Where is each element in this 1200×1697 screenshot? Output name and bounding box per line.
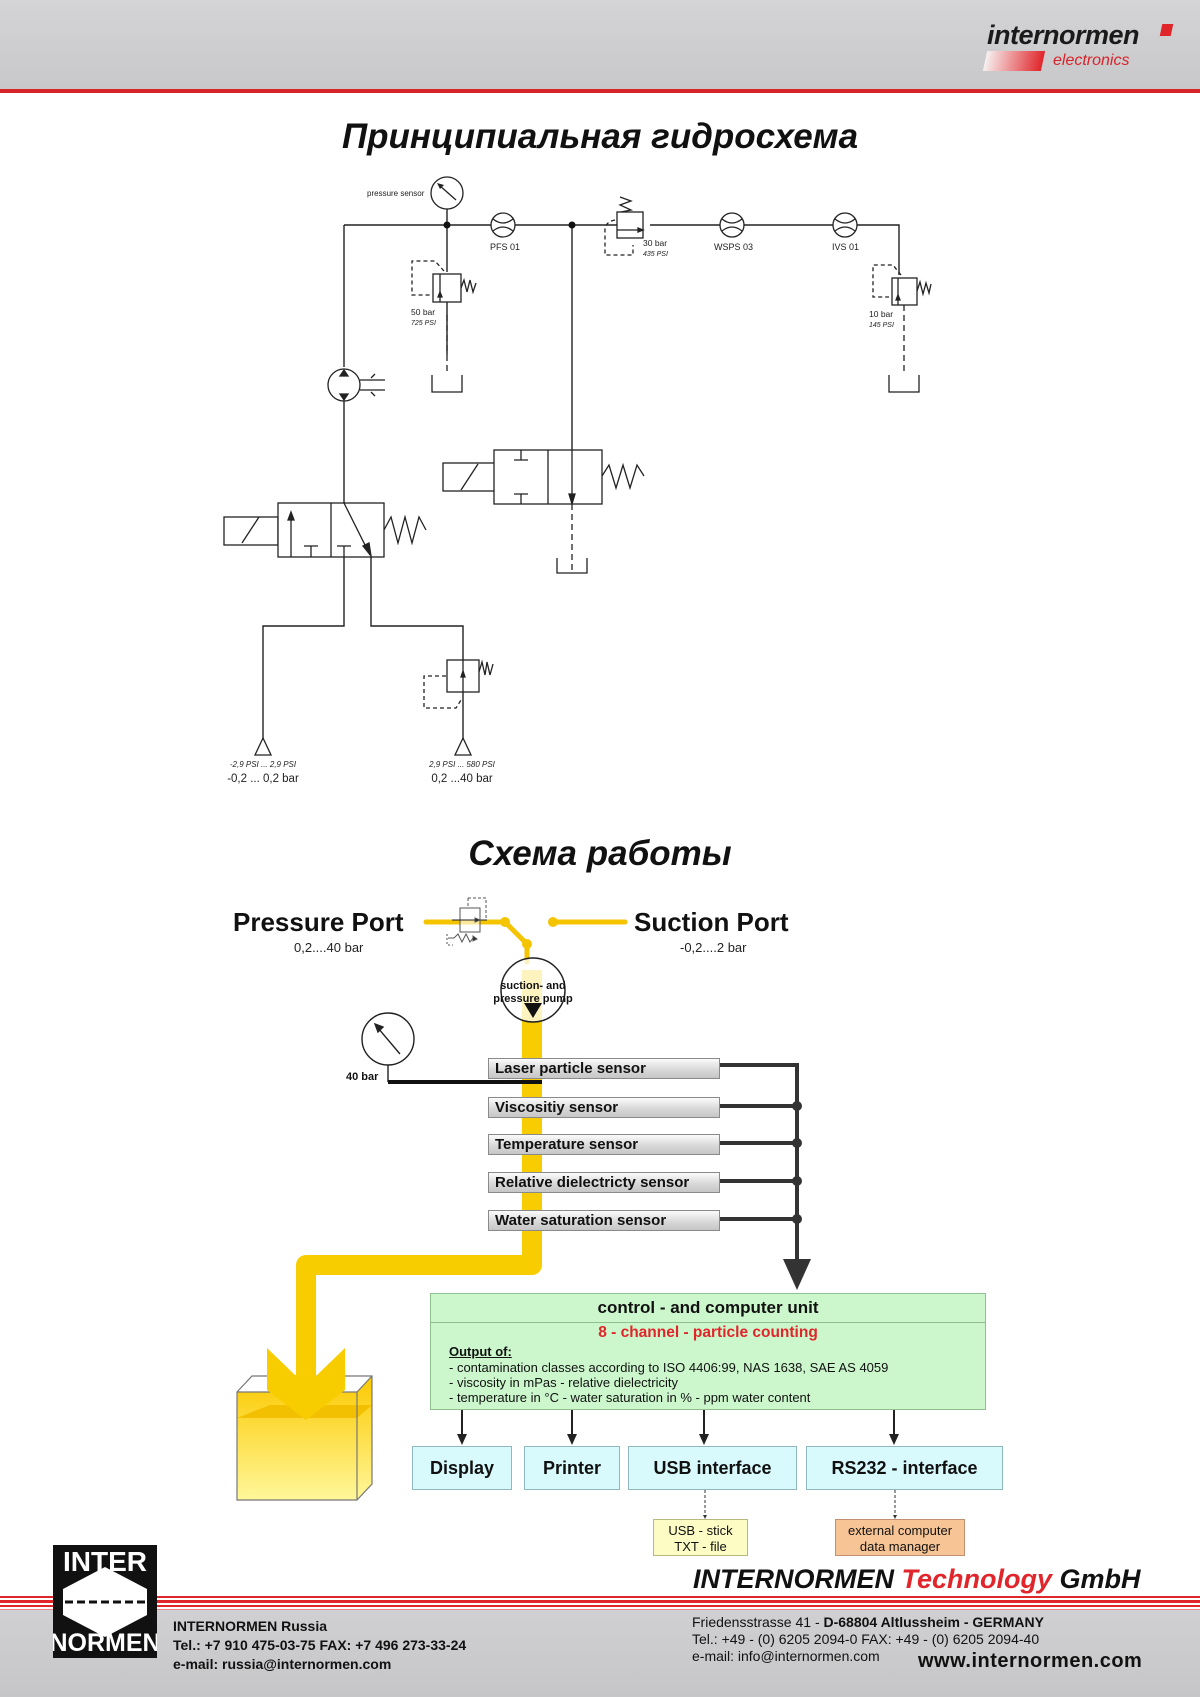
output-printer: Printer: [524, 1446, 620, 1490]
fluid-tank-icon: [236, 1375, 373, 1501]
port-junction-dot: [522, 939, 532, 949]
control-unit-subtitle: 8 - channel - particle counting: [598, 1324, 818, 1341]
sensor-temperature: Temperature sensor: [488, 1134, 720, 1155]
flow-into-tank-arrow-icon: [267, 1345, 345, 1420]
output-line: - temperature in °C - water saturation i…: [449, 1390, 811, 1405]
relief-valve-30bar-icon: [604, 196, 645, 256]
russia-office-name: INTERNORMEN Russia: [173, 1618, 328, 1634]
rs232-target-line2: data manager: [859, 1539, 941, 1554]
company-name-tail: GmbH: [1059, 1564, 1141, 1594]
suction-port-range: -0,2....2 bar: [680, 940, 747, 955]
suction-bar-label: -0,2 ... 0,2 bar: [227, 773, 299, 785]
sensor-water-saturation: Water saturation sensor: [488, 1210, 720, 1231]
flow-sensor-wsps-icon: [719, 212, 745, 238]
rs232-target-box: external computer data manager: [835, 1519, 965, 1556]
valve-30-bar-label: 30 bar: [643, 238, 667, 248]
logo-bottom-text: NORMEN: [53, 1629, 157, 1657]
pressure-psi-label: 2,9 PSI ... 580 PSI: [428, 760, 496, 769]
logo-top-text: INTER: [63, 1546, 147, 1577]
pressure-port-triangle-icon: [453, 736, 473, 756]
solenoid-valve-left-icon: [223, 502, 427, 559]
port-junction-dot: [500, 917, 510, 927]
page-header: [0, 0, 1200, 90]
relief-valve-lower-icon: [423, 659, 494, 709]
output-line: - viscosity in mPas - relative dielectri…: [449, 1375, 678, 1390]
rs232-target-line1: external computer: [847, 1523, 953, 1538]
bus-arrow-icon: [783, 1259, 811, 1290]
pressure-port-valve-icon: [446, 897, 487, 946]
pressure-sensor-gauge-icon: [430, 176, 464, 210]
company-name-main: INTERNORMEN: [693, 1564, 894, 1594]
wsps-label: WSPS 03: [714, 242, 753, 252]
pump-label-line1: suction- and: [500, 980, 565, 992]
germany-phone: Tel.: +49 - (0) 6205 2094-0 FAX: +49 - (…: [692, 1631, 1040, 1647]
hydraulic-diagram-title: Принципиальная гидросхема: [341, 117, 859, 156]
hydraulic-schematic: pressure sensor PFS 01 WSPS 03 IVS 01 30…: [223, 176, 932, 785]
output-usb-interface: USB interface: [628, 1446, 797, 1490]
suction-port-label: Suction Port: [634, 907, 789, 937]
russia-office-email[interactable]: e-mail: russia@internormen.com: [173, 1656, 392, 1672]
valve-50-psi-label: 725 PSI: [411, 320, 436, 327]
control-computer-unit: control - and computer unit 8 - channel …: [430, 1293, 986, 1410]
sensor-viscosity: Viscositiy sensor: [488, 1097, 720, 1118]
website-link[interactable]: www.internormen.com: [918, 1650, 1143, 1672]
address-city: D-68804 Altlussheim - GERMANY: [823, 1614, 1044, 1630]
usb-target-line2: TXT - file: [674, 1539, 727, 1554]
output-display: Display: [412, 1446, 512, 1490]
valve-30-psi-label: 435 PSI: [643, 251, 668, 258]
suction-psi-label: -2,9 PSI ... 2,9 PSI: [230, 760, 297, 769]
ivs-label: IVS 01: [832, 242, 859, 252]
relief-valve-50bar-icon: [411, 260, 477, 393]
suction-port-triangle-icon: [253, 736, 273, 756]
russia-office-phone: Tel.: +7 910 475-03-75 FAX: +7 496 273-3…: [173, 1637, 467, 1653]
gauge-label: 40 bar: [346, 1071, 379, 1083]
solenoid-valve-right-icon: [442, 449, 645, 574]
footer-background: [0, 1610, 1200, 1697]
flow-sensor-ivs-icon: [832, 212, 858, 238]
brand-logo-text: internormen: [987, 20, 1140, 50]
pump-label-line2: pressure pump: [493, 993, 573, 1005]
internormen-logo: INTER NORMEN: [49, 1545, 161, 1658]
output-line: - contamination classes according to ISO…: [449, 1360, 889, 1375]
valve-10-psi-label: 145 PSI: [869, 322, 894, 329]
working-diagram-title: Схема работы: [468, 834, 732, 873]
pressure-bar-label: 0,2 ...40 bar: [431, 773, 493, 785]
sensor-relative-dielectricity: Relative dielectricty sensor: [488, 1172, 720, 1193]
hydraulic-pump-icon: [327, 368, 385, 402]
sensor-laser-particle: Laser particle sensor: [488, 1058, 720, 1079]
valve-10-bar-label: 10 bar: [869, 309, 893, 319]
output-rs232-interface: RS232 - interface: [806, 1446, 1003, 1490]
footer-red-stripes: [0, 1596, 1200, 1610]
pressure-gauge-icon: [361, 1012, 415, 1082]
germany-email[interactable]: e-mail: info@internormen.com: [692, 1648, 880, 1664]
pressure-port-label: Pressure Port: [233, 907, 404, 937]
brand-logo-subtitle: electronics: [1053, 52, 1130, 69]
suction-pressure-pump-icon: [500, 957, 566, 1023]
pressure-port-range: 0,2....40 bar: [294, 940, 364, 955]
company-name-red: Technology: [901, 1564, 1053, 1594]
usb-target-box: USB - stick TXT - file: [653, 1519, 748, 1556]
valve-50-bar-label: 50 bar: [411, 307, 435, 317]
relief-valve-10bar-icon: [872, 264, 932, 393]
output-heading: Output of:: [449, 1344, 512, 1359]
port-junction-dot: [548, 917, 558, 927]
pfs-label: PFS 01: [490, 242, 520, 252]
germany-address: Friedensstrasse 41 - D-68804 Altlussheim…: [692, 1614, 1044, 1630]
flow-sensor-pfs-icon: [490, 212, 516, 238]
company-name: INTERNORMEN Technology GmbH: [693, 1564, 1141, 1595]
address-street: Friedensstrasse 41 -: [692, 1614, 824, 1630]
junction-dot: [443, 221, 451, 229]
pressure-sensor-label: pressure sensor: [367, 189, 425, 198]
header-red-line: [0, 89, 1200, 93]
usb-target-line1: USB - stick: [668, 1523, 733, 1538]
control-unit-title: control - and computer unit: [431, 1294, 985, 1323]
junction-dot: [568, 221, 576, 229]
